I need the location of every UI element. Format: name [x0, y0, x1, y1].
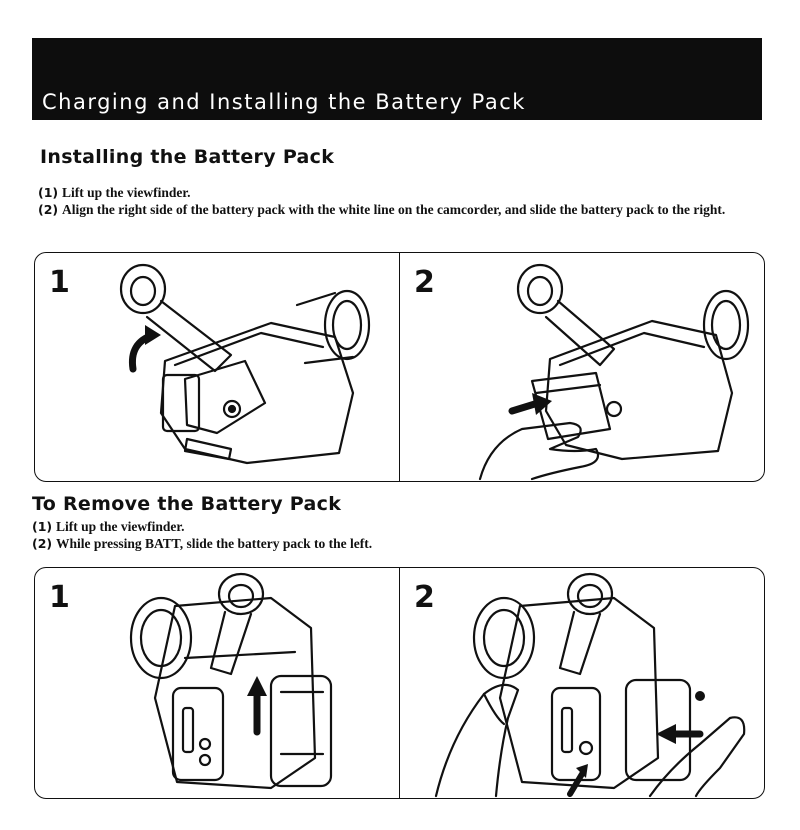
- step-text: Lift up the viewfinder.: [56, 519, 185, 534]
- remove-step-1: (1) Lift up the viewfinder.: [32, 518, 766, 535]
- camcorder-rear-illustration: [129, 572, 333, 790]
- page-title: Charging and Installing the Battery Pack: [42, 90, 526, 114]
- install-step-2: (2) Align the right side of the battery …: [38, 201, 772, 218]
- step-number: (1): [38, 185, 59, 200]
- step-number: (1): [32, 519, 53, 534]
- remove-section-title: To Remove the Battery Pack: [32, 493, 342, 515]
- install-figure-1: 1: [35, 253, 399, 481]
- step-text: Lift up the viewfinder.: [62, 185, 191, 200]
- step-number: (2): [32, 536, 53, 551]
- install-steps: (1) Lift up the viewfinder. (2) Align th…: [38, 184, 772, 218]
- remove-figure-2: 2: [399, 568, 764, 798]
- install-step-1: (1) Lift up the viewfinder.: [38, 184, 772, 201]
- install-figure-panel: 1 2: [34, 252, 765, 482]
- remove-step-2: (2) While pressing BATT, slide the batte…: [32, 535, 766, 552]
- remove-figure-1: 1: [35, 568, 399, 798]
- figure-number: 1: [49, 580, 70, 615]
- figure-number: 2: [414, 580, 435, 615]
- figure-number: 2: [414, 265, 435, 300]
- step-text: Align the right side of the battery pack…: [62, 202, 726, 217]
- remove-figure-panel: 1 2: [34, 567, 765, 799]
- install-figure-2: 2: [399, 253, 764, 481]
- install-section-title: Installing the Battery Pack: [40, 146, 335, 168]
- battery-removal-illustration: [434, 572, 746, 798]
- header-bar: Charging and Installing the Battery Pack: [32, 38, 762, 120]
- battery-slide-right-illustration: [478, 263, 750, 481]
- remove-steps: (1) Lift up the viewfinder. (2) While pr…: [32, 518, 766, 552]
- step-number: (2): [38, 202, 59, 217]
- step-text: While pressing BATT, slide the battery p…: [56, 536, 373, 551]
- camcorder-lift-viewfinder-illustration: [119, 263, 371, 465]
- figure-number: 1: [49, 265, 70, 300]
